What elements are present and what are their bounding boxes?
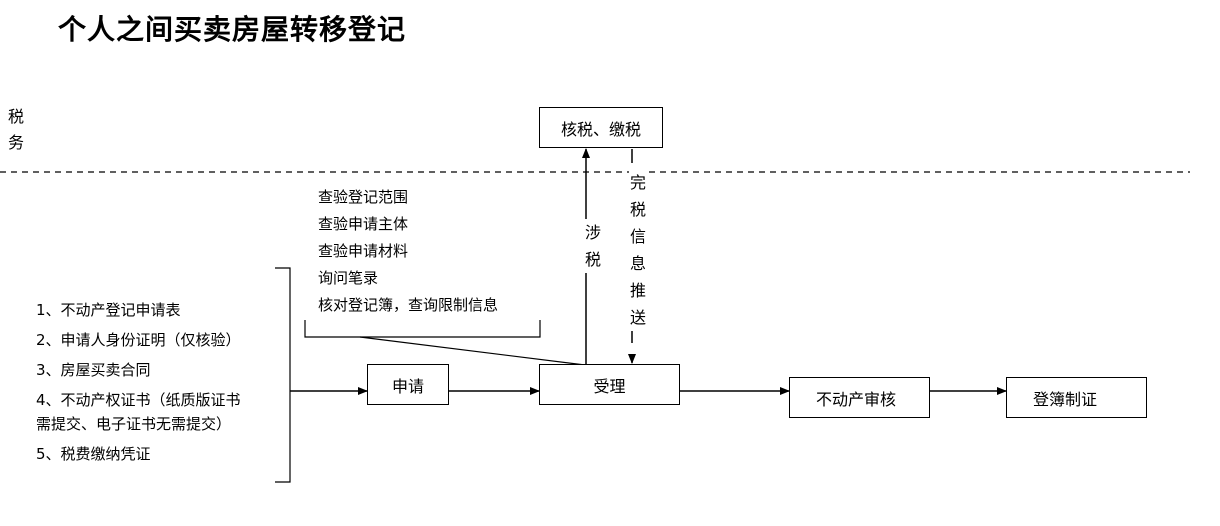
check-item: 核对登记簿，查询限制信息 xyxy=(318,296,499,314)
documents-list: 1、不动产登记申请表 2、申请人身份证明（仅核验） 3、房屋买卖合同 4、不动产… xyxy=(36,298,241,472)
check-item: 查验申请材料 xyxy=(318,242,409,260)
tax-payment-box: 核税、缴税 xyxy=(539,107,663,148)
document-item: 2、申请人身份证明（仅核验） xyxy=(36,331,241,349)
accept-label: 受理 xyxy=(593,376,626,396)
tax-zone-label: 税务 xyxy=(8,107,25,152)
accept-box: 受理 xyxy=(539,364,680,405)
tax-done-push-label: 完税信息推送 xyxy=(629,169,647,331)
register-box: 登簿制证 xyxy=(1006,377,1147,418)
register-label: 登簿制证 xyxy=(1033,389,1098,409)
document-item: 1、不动产登记申请表 xyxy=(36,301,181,319)
checks-list: 查验登记范围 查验申请主体 查验申请材料 询问笔录 核对登记簿，查询限制信息 xyxy=(318,184,498,319)
documents-bracket xyxy=(275,267,291,483)
check-item: 询问笔录 xyxy=(318,269,379,287)
check-item: 查验申请主体 xyxy=(318,215,409,233)
document-item: 需提交、电子证书无需提交） xyxy=(36,415,232,433)
tax-involved-label: 涉税 xyxy=(584,219,602,273)
page-title: 个人之间买卖房屋转移登记 xyxy=(58,13,407,46)
review-box: 不动产审核 xyxy=(789,377,930,418)
review-label: 不动产审核 xyxy=(816,389,897,409)
apply-box: 申请 xyxy=(367,364,449,405)
checks-bracket xyxy=(304,320,541,338)
check-item: 查验登记范围 xyxy=(318,188,409,206)
document-item: 3、房屋买卖合同 xyxy=(36,361,151,379)
apply-label: 申请 xyxy=(391,376,424,396)
document-item: 4、不动产权证书（纸质版证书 xyxy=(36,391,241,409)
checks-connector xyxy=(359,336,586,366)
document-item: 5、税费缴纳凭证 xyxy=(36,445,151,463)
tax-payment-label: 核税、缴税 xyxy=(560,119,641,139)
